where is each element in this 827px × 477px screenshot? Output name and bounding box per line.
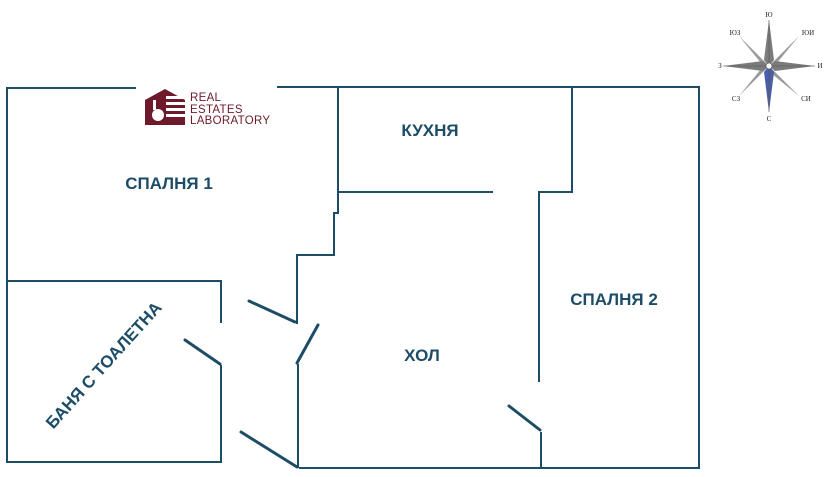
- door-bedroom2: [507, 404, 542, 432]
- bedroom1-partition: [296, 87, 339, 324]
- door-hall: [295, 323, 320, 365]
- logo-text-line2: ESTATES: [190, 104, 243, 116]
- logo-text-line3: LABORATORY: [190, 115, 270, 127]
- room-label-bathroom: БАНЯ С ТОАЛЕТНА: [42, 298, 166, 432]
- room-label-bedroom2: СПАЛНЯ 2: [570, 290, 658, 309]
- room-label-kitchen: КУХНЯ: [401, 121, 458, 140]
- outer-wall-top-right: [277, 86, 700, 469]
- outer-wall-left-top: [6, 87, 222, 463]
- door-bathroom: [183, 338, 222, 366]
- walls: [6, 86, 700, 469]
- compass-label-w: З: [718, 62, 722, 70]
- compass-label-ne: ЮИ: [802, 29, 814, 37]
- room-labels: СПАЛНЯ 1 КУХНЯ СПАЛНЯ 2 ХОЛ БАНЯ С ТОАЛЕ…: [42, 121, 658, 432]
- door-entrance: [239, 430, 299, 469]
- compass-label-n: Ю: [765, 11, 772, 19]
- company-logo: REAL ESTATES LABORATORY: [145, 89, 270, 127]
- logo-mark-icon: [145, 89, 185, 125]
- compass-label-nw: ЮЗ: [730, 29, 741, 37]
- compass-rose-icon: [723, 20, 815, 112]
- door-bedroom1: [247, 299, 297, 324]
- room-label-hall: ХОЛ: [404, 346, 440, 365]
- bathroom-top-wall: [7, 280, 222, 323]
- kitchen-bedroom2-wall: [538, 87, 573, 382]
- room-label-bedroom1: СПАЛНЯ 1: [125, 174, 213, 193]
- compass-label-se: СИ: [801, 95, 811, 103]
- compass-label-sw: СЗ: [732, 95, 741, 103]
- compass-label-s: С: [767, 115, 772, 123]
- logo-text-line1: REAL: [190, 92, 222, 104]
- compass-labels: Ю ЮИ И СИ С СЗ З ЮЗ: [718, 11, 822, 123]
- compass-label-e: И: [817, 62, 822, 70]
- doors: [183, 299, 542, 469]
